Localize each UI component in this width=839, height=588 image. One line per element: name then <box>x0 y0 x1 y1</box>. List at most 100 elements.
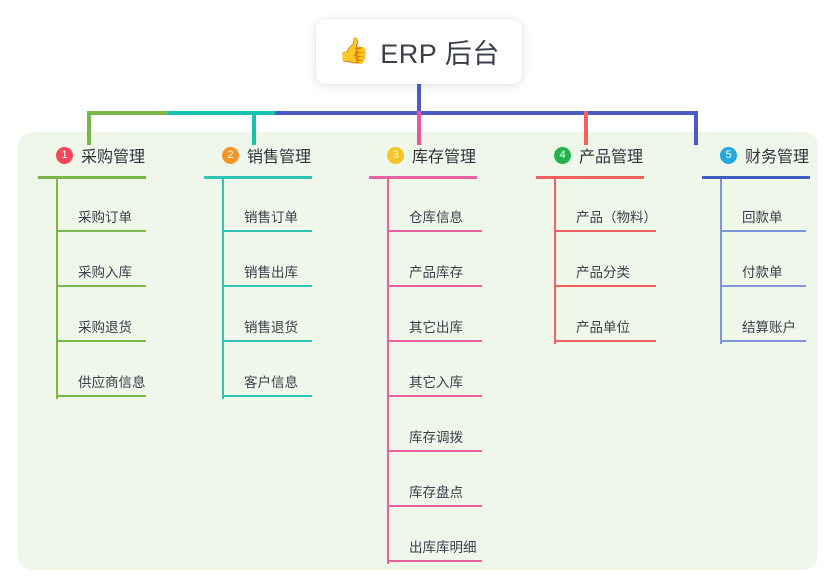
leaf-item-label: 采购入库 <box>78 265 132 280</box>
leaf-item-underline <box>56 395 146 397</box>
leaf-item[interactable]: 库存盘点 <box>387 456 482 511</box>
branch-column-3: 3 库存管理仓库信息产品库存其它出库其它入库库存调拨库存盘点出库库明细 <box>369 142 482 566</box>
connector-drop-3 <box>417 111 421 145</box>
branch-underline-3 <box>369 176 477 179</box>
leaf-item[interactable]: 采购退货 <box>56 291 146 346</box>
leaf-item-label: 产品单位 <box>576 320 630 335</box>
branch-badge-1: 1 <box>56 146 73 164</box>
leaf-item[interactable]: 销售订单 <box>222 181 312 236</box>
leaf-item-label: 其它入库 <box>409 375 463 390</box>
branch-header-4[interactable]: 4 产品管理 <box>536 142 644 168</box>
branch-header-1[interactable]: 1 采购管理 <box>38 142 146 168</box>
leaf-item-label: 出库库明细 <box>409 540 477 555</box>
leaf-item-label: 其它出库 <box>409 320 463 335</box>
leaf-item-label: 付款单 <box>742 265 783 280</box>
leaf-item[interactable]: 产品分类 <box>554 236 656 291</box>
branch-column-2: 2 销售管理销售订单销售出库销售退货客户信息 <box>204 142 312 401</box>
leaf-item[interactable]: 产品（物料） <box>554 181 657 236</box>
branch-column-4: 4 产品管理产品（物料） 产品分类产品单位 <box>536 142 657 346</box>
leaf-item-underline <box>387 450 482 452</box>
leaf-item-underline <box>720 230 806 232</box>
leaf-item-label: 产品分类 <box>576 265 630 280</box>
leaf-item[interactable]: 产品库存 <box>387 236 482 291</box>
branch-column-5: 5 财务管理回款单付款单结算账户 <box>702 142 810 346</box>
leaf-item-underline <box>387 395 482 397</box>
branch-spine-1 <box>56 179 58 399</box>
leaf-item-underline <box>387 230 482 232</box>
connector-root-stem <box>417 84 421 113</box>
leaf-item-underline <box>56 340 146 342</box>
branch-items-2: 销售订单销售出库销售退货客户信息 <box>222 179 312 401</box>
leaf-item-underline <box>554 340 656 342</box>
branch-spine-5 <box>720 179 722 344</box>
leaf-item[interactable]: 供应商信息 <box>56 346 146 401</box>
leaf-item[interactable]: 仓库信息 <box>387 181 482 236</box>
leaf-item-underline <box>222 340 312 342</box>
leaf-item-underline <box>56 285 146 287</box>
leaf-item[interactable]: 回款单 <box>720 181 810 236</box>
branch-title-4: 产品管理 <box>579 149 644 166</box>
leaf-item-underline <box>222 395 312 397</box>
leaf-item[interactable]: 销售退货 <box>222 291 312 346</box>
branch-underline-2 <box>204 176 312 179</box>
root-node-title: ERP 后台 <box>380 39 500 69</box>
connector-bar-green <box>87 111 168 115</box>
connector-drop-4 <box>584 111 588 145</box>
leaf-item-label: 回款单 <box>742 210 783 225</box>
leaf-item-label: 仓库信息 <box>409 210 463 225</box>
connector-drop-1 <box>87 111 91 145</box>
leaf-item-underline <box>720 340 806 342</box>
branch-title-3: 库存管理 <box>412 149 477 166</box>
connector-drop-5 <box>694 111 698 145</box>
leaf-item-underline <box>387 285 482 287</box>
branch-underline-1 <box>38 176 146 179</box>
connector-drop-2 <box>252 111 256 145</box>
thumbs-up-icon: 👍 <box>338 37 370 65</box>
branch-badge-2: 2 <box>222 146 239 164</box>
leaf-item[interactable]: 采购订单 <box>56 181 146 236</box>
leaf-item-label: 客户信息 <box>244 375 298 390</box>
leaf-item[interactable]: 其它入库 <box>387 346 482 401</box>
branch-items-3: 仓库信息产品库存其它出库其它入库库存调拨库存盘点出库库明细 <box>387 179 482 566</box>
connector-bar-blue-right <box>480 111 696 115</box>
leaf-item-label: 库存盘点 <box>409 485 463 500</box>
leaf-item[interactable]: 结算账户 <box>720 291 810 346</box>
branch-items-4: 产品（物料） 产品分类产品单位 <box>554 179 657 346</box>
branch-spine-2 <box>222 179 224 399</box>
leaf-item[interactable]: 出库库明细 <box>387 511 482 566</box>
leaf-item-underline <box>387 560 482 562</box>
leaf-item-underline <box>387 505 482 507</box>
branch-header-2[interactable]: 2 销售管理 <box>204 142 312 168</box>
branch-title-5: 财务管理 <box>745 149 810 166</box>
branch-badge-3: 3 <box>387 146 404 164</box>
leaf-item-underline <box>56 230 146 232</box>
diagram-panel <box>18 132 818 570</box>
leaf-item-label: 产品库存 <box>409 265 463 280</box>
leaf-item[interactable]: 库存调拨 <box>387 401 482 456</box>
branch-title-2: 销售管理 <box>247 149 312 166</box>
branch-badge-5: 5 <box>720 146 737 164</box>
branch-items-1: 采购订单采购入库采购退货供应商信息 <box>56 179 146 401</box>
leaf-item-label: 库存调拨 <box>409 430 463 445</box>
leaf-item[interactable]: 其它出库 <box>387 291 482 346</box>
leaf-item[interactable]: 付款单 <box>720 236 810 291</box>
leaf-item-underline <box>554 285 656 287</box>
connector-bar-blue-left <box>275 111 480 115</box>
leaf-item-label: 产品（物料） <box>576 210 657 225</box>
branch-badge-4: 4 <box>554 146 571 164</box>
leaf-item-underline <box>720 285 806 287</box>
branch-header-3[interactable]: 3 库存管理 <box>369 142 477 168</box>
branch-title-1: 采购管理 <box>81 149 146 166</box>
branch-underline-4 <box>536 176 644 179</box>
branch-header-5[interactable]: 5 财务管理 <box>702 142 810 168</box>
leaf-item-label: 采购退货 <box>78 320 132 335</box>
branch-items-5: 回款单付款单结算账户 <box>720 179 810 346</box>
leaf-item[interactable]: 客户信息 <box>222 346 312 401</box>
leaf-item-label: 销售订单 <box>244 210 298 225</box>
leaf-item-underline <box>387 340 482 342</box>
leaf-item[interactable]: 采购入库 <box>56 236 146 291</box>
leaf-item[interactable]: 产品单位 <box>554 291 656 346</box>
branch-underline-5 <box>702 176 810 179</box>
leaf-item[interactable]: 销售出库 <box>222 236 312 291</box>
root-node-card[interactable]: 👍 ERP 后台 <box>316 19 522 84</box>
